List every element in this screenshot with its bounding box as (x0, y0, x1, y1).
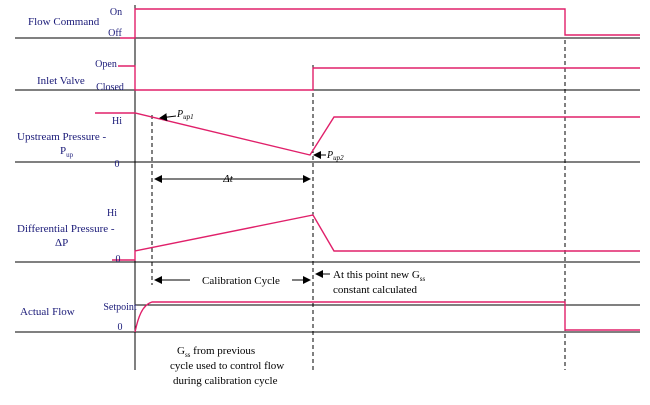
upstream-pressure-low: 0 (115, 159, 120, 170)
differential-pressure-signal (112, 214, 640, 261)
upstream-pressure-signal (95, 112, 640, 156)
differential-pressure-low: 0 (116, 254, 121, 265)
actual-flow-label: Actual Flow (20, 306, 75, 318)
actual-flow-high: Setpoint (103, 302, 137, 313)
inlet-valve-low: Closed (96, 82, 124, 93)
flow-command-low: Off (108, 28, 122, 39)
upstream-pressure-label-line2: Pup (60, 145, 74, 159)
differential-pressure-label-line1: Differential Pressure - (17, 223, 115, 235)
flow-command-high: On (110, 7, 122, 18)
new-gss-line2: constant calculated (333, 284, 417, 296)
calibration-cycle-label: Calibration Cycle (202, 275, 280, 287)
flow-command-label: Flow Command (28, 16, 100, 28)
upstream-pressure-label-line1: Upstream Pressure - (17, 131, 107, 143)
calibration-cycle-label-bg (190, 273, 292, 287)
actual-flow-low: 0 (118, 322, 123, 333)
new-gss-line1: At this point new Gss (333, 269, 426, 283)
p-up2-label: Pup2 (326, 150, 344, 162)
flow-command-signal (120, 8, 640, 39)
prev-gss-line1: Gss from previous (177, 345, 255, 359)
prev-gss-line2: cycle used to control flow (170, 360, 284, 372)
differential-pressure-high: Hi (107, 208, 117, 219)
inlet-valve-signal (118, 65, 640, 91)
p-up1-label: Pup1 (176, 109, 194, 121)
inlet-valve-label: Inlet Valve (37, 75, 85, 87)
delta-t-label: Δt (222, 173, 233, 185)
inlet-valve-high: Open (95, 59, 117, 70)
upstream-pressure-high: Hi (112, 116, 122, 127)
differential-pressure-label-line2: ΔP (55, 237, 68, 249)
prev-gss-line3: during calibration cycle (173, 375, 278, 387)
p-up1-pointer (159, 113, 177, 122)
actual-flow-signal (134, 301, 640, 333)
